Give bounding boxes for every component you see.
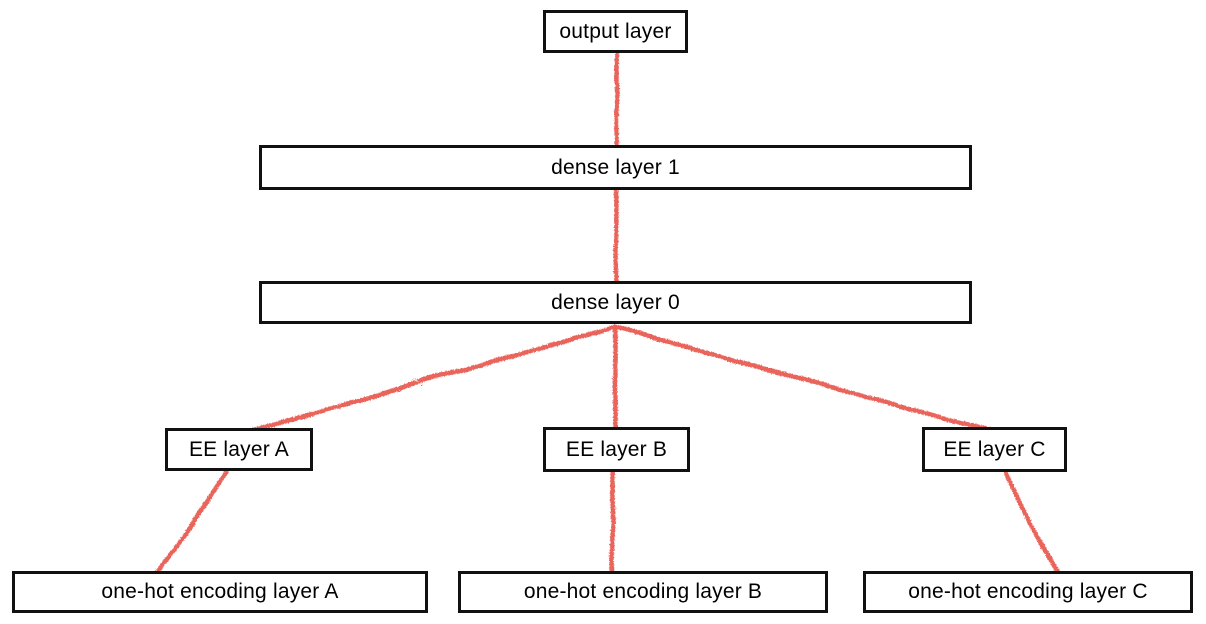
node-one-hot-encoding-layer-a-label: one-hot encoding layer A bbox=[101, 580, 339, 603]
node-dense-layer-1-label: dense layer 1 bbox=[551, 155, 680, 179]
node-output-layer: output layer bbox=[543, 10, 688, 53]
node-one-hot-encoding-layer-b: one-hot encoding layer B bbox=[458, 571, 828, 613]
node-ee-layer-b: EE layer B bbox=[543, 427, 690, 472]
node-ee-layer-a: EE layer A bbox=[165, 428, 313, 471]
node-ee-layer-c: EE layer C bbox=[922, 427, 1067, 472]
node-one-hot-encoding-layer-c-label: one-hot encoding layer C bbox=[908, 580, 1148, 603]
node-one-hot-encoding-layer-c: one-hot encoding layer C bbox=[863, 571, 1193, 613]
node-one-hot-encoding-layer-a: one-hot encoding layer A bbox=[12, 571, 428, 613]
edge-ee-a-to-onehot-a bbox=[153, 467, 229, 575]
node-one-hot-encoding-layer-b-label: one-hot encoding layer B bbox=[523, 580, 763, 603]
node-output-layer-label: output layer bbox=[559, 19, 672, 43]
edge-ee-c-to-onehot-c bbox=[1001, 468, 1059, 575]
edge-dense0-to-ee-a bbox=[247, 322, 616, 432]
node-ee-layer-b-label: EE layer B bbox=[565, 437, 668, 461]
node-dense-layer-0: dense layer 0 bbox=[259, 281, 972, 324]
node-dense-layer-1: dense layer 1 bbox=[259, 145, 972, 190]
edge-dense0-to-ee-c bbox=[610, 322, 991, 432]
node-ee-layer-a-label: EE layer A bbox=[188, 437, 290, 461]
node-ee-layer-c-label: EE layer C bbox=[943, 437, 1046, 461]
node-dense-layer-0-label: dense layer 0 bbox=[551, 290, 680, 314]
